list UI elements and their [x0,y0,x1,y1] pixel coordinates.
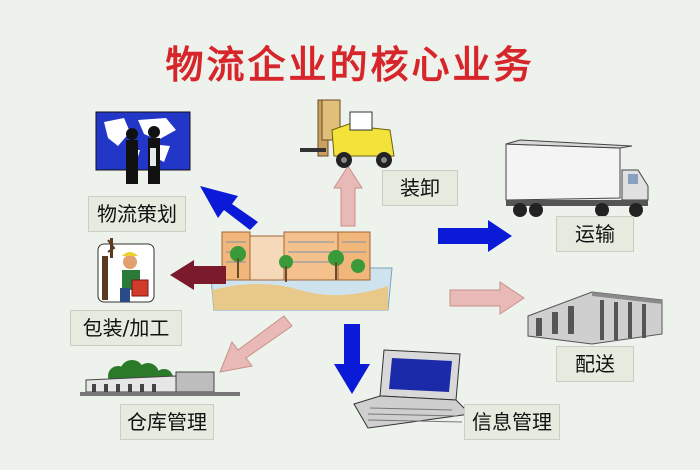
label-information: 信息管理 [464,404,560,440]
worker-icon [97,238,155,303]
arrow-to-packaging [170,260,226,290]
arrow-to-warehouse [219,315,293,373]
label-warehouse: 仓库管理 [120,404,214,440]
world-map-meeting-icon [95,111,191,184]
arrow-to-transport [438,220,512,252]
label-delivery: 配送 [556,346,634,382]
truck-icon [505,139,649,217]
label-loading: 装卸 [382,170,458,206]
arrow-to-information [334,324,370,394]
forklift-icon [300,99,395,168]
page-title: 物流企业的核心业务 [165,43,535,87]
warehouse-icon [80,360,240,396]
label-transport: 运输 [556,216,634,252]
arrow-to-loading [333,165,363,227]
arrow-to-delivery [449,281,525,315]
distribution-center-icon [527,291,663,345]
label-packaging: 包装/加工 [70,310,182,346]
label-planning: 物流策划 [88,196,186,232]
laptop-icon [353,349,472,429]
office-buildings-icon [209,231,393,311]
arrow-to-planning [200,186,258,230]
